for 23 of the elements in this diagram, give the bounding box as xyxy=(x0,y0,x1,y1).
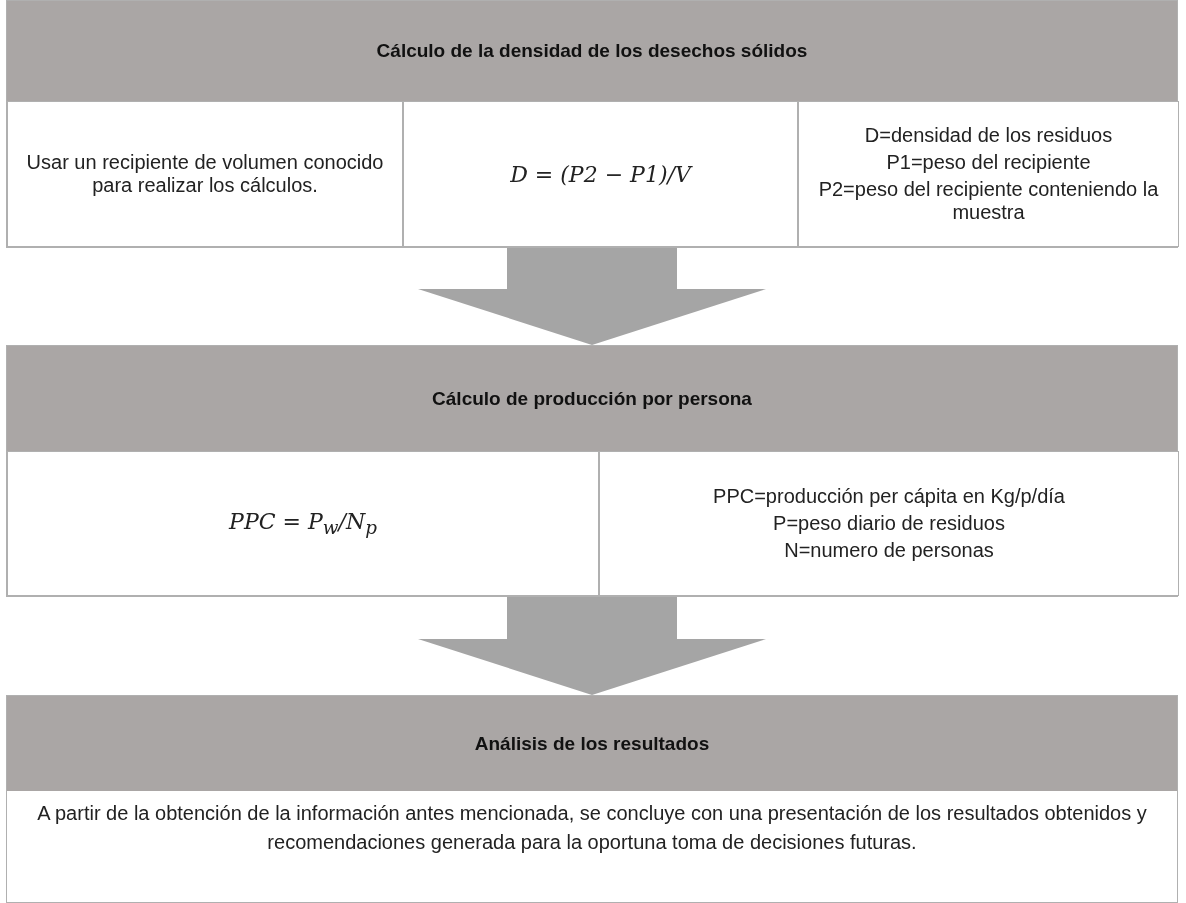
formula: D = (P2 − P1)/V xyxy=(510,161,691,187)
cell-text: D=densidad de los residuos xyxy=(864,124,1113,147)
section-panel xyxy=(6,0,1178,248)
section-heading: Análisis de los resultados xyxy=(7,696,1177,791)
text-cell xyxy=(798,101,1179,247)
cell-text: PPC=producción per cápita en Kg/p/día xyxy=(713,485,1065,508)
cell-text: P2=peso del recipiente conteniendo la muestra xyxy=(817,178,1160,224)
section-panel xyxy=(6,345,1178,597)
text-cell xyxy=(7,101,403,247)
formula-cell xyxy=(403,101,798,247)
formula-cell xyxy=(7,451,599,596)
cell-text: P=peso diario de residuos xyxy=(773,512,1005,535)
description-text: A partir de la obtención de la información antes mencionada, se concluye con una presentación de los resultados obtenidos y recomendaciones generada para la oportuna toma de decisiones futuras. xyxy=(36,801,1148,855)
text-cell xyxy=(599,451,1179,596)
block-arrow xyxy=(418,597,766,695)
section-heading: Cálculo de producción por persona xyxy=(7,346,1177,451)
cell-text: Usar un recipiente de volumen conocido para realizar los cálculos. xyxy=(25,151,385,197)
section-heading: Cálculo de la densidad de los desechos sólidos xyxy=(7,1,1177,101)
section-panel xyxy=(6,695,1178,903)
cell-text: P1=peso del recipiente xyxy=(886,151,1091,174)
block-arrow xyxy=(418,248,766,345)
formula: PPC = P$_{w}$/N$_{p}$ xyxy=(229,508,377,539)
cell-text: N=numero de personas xyxy=(784,539,994,562)
